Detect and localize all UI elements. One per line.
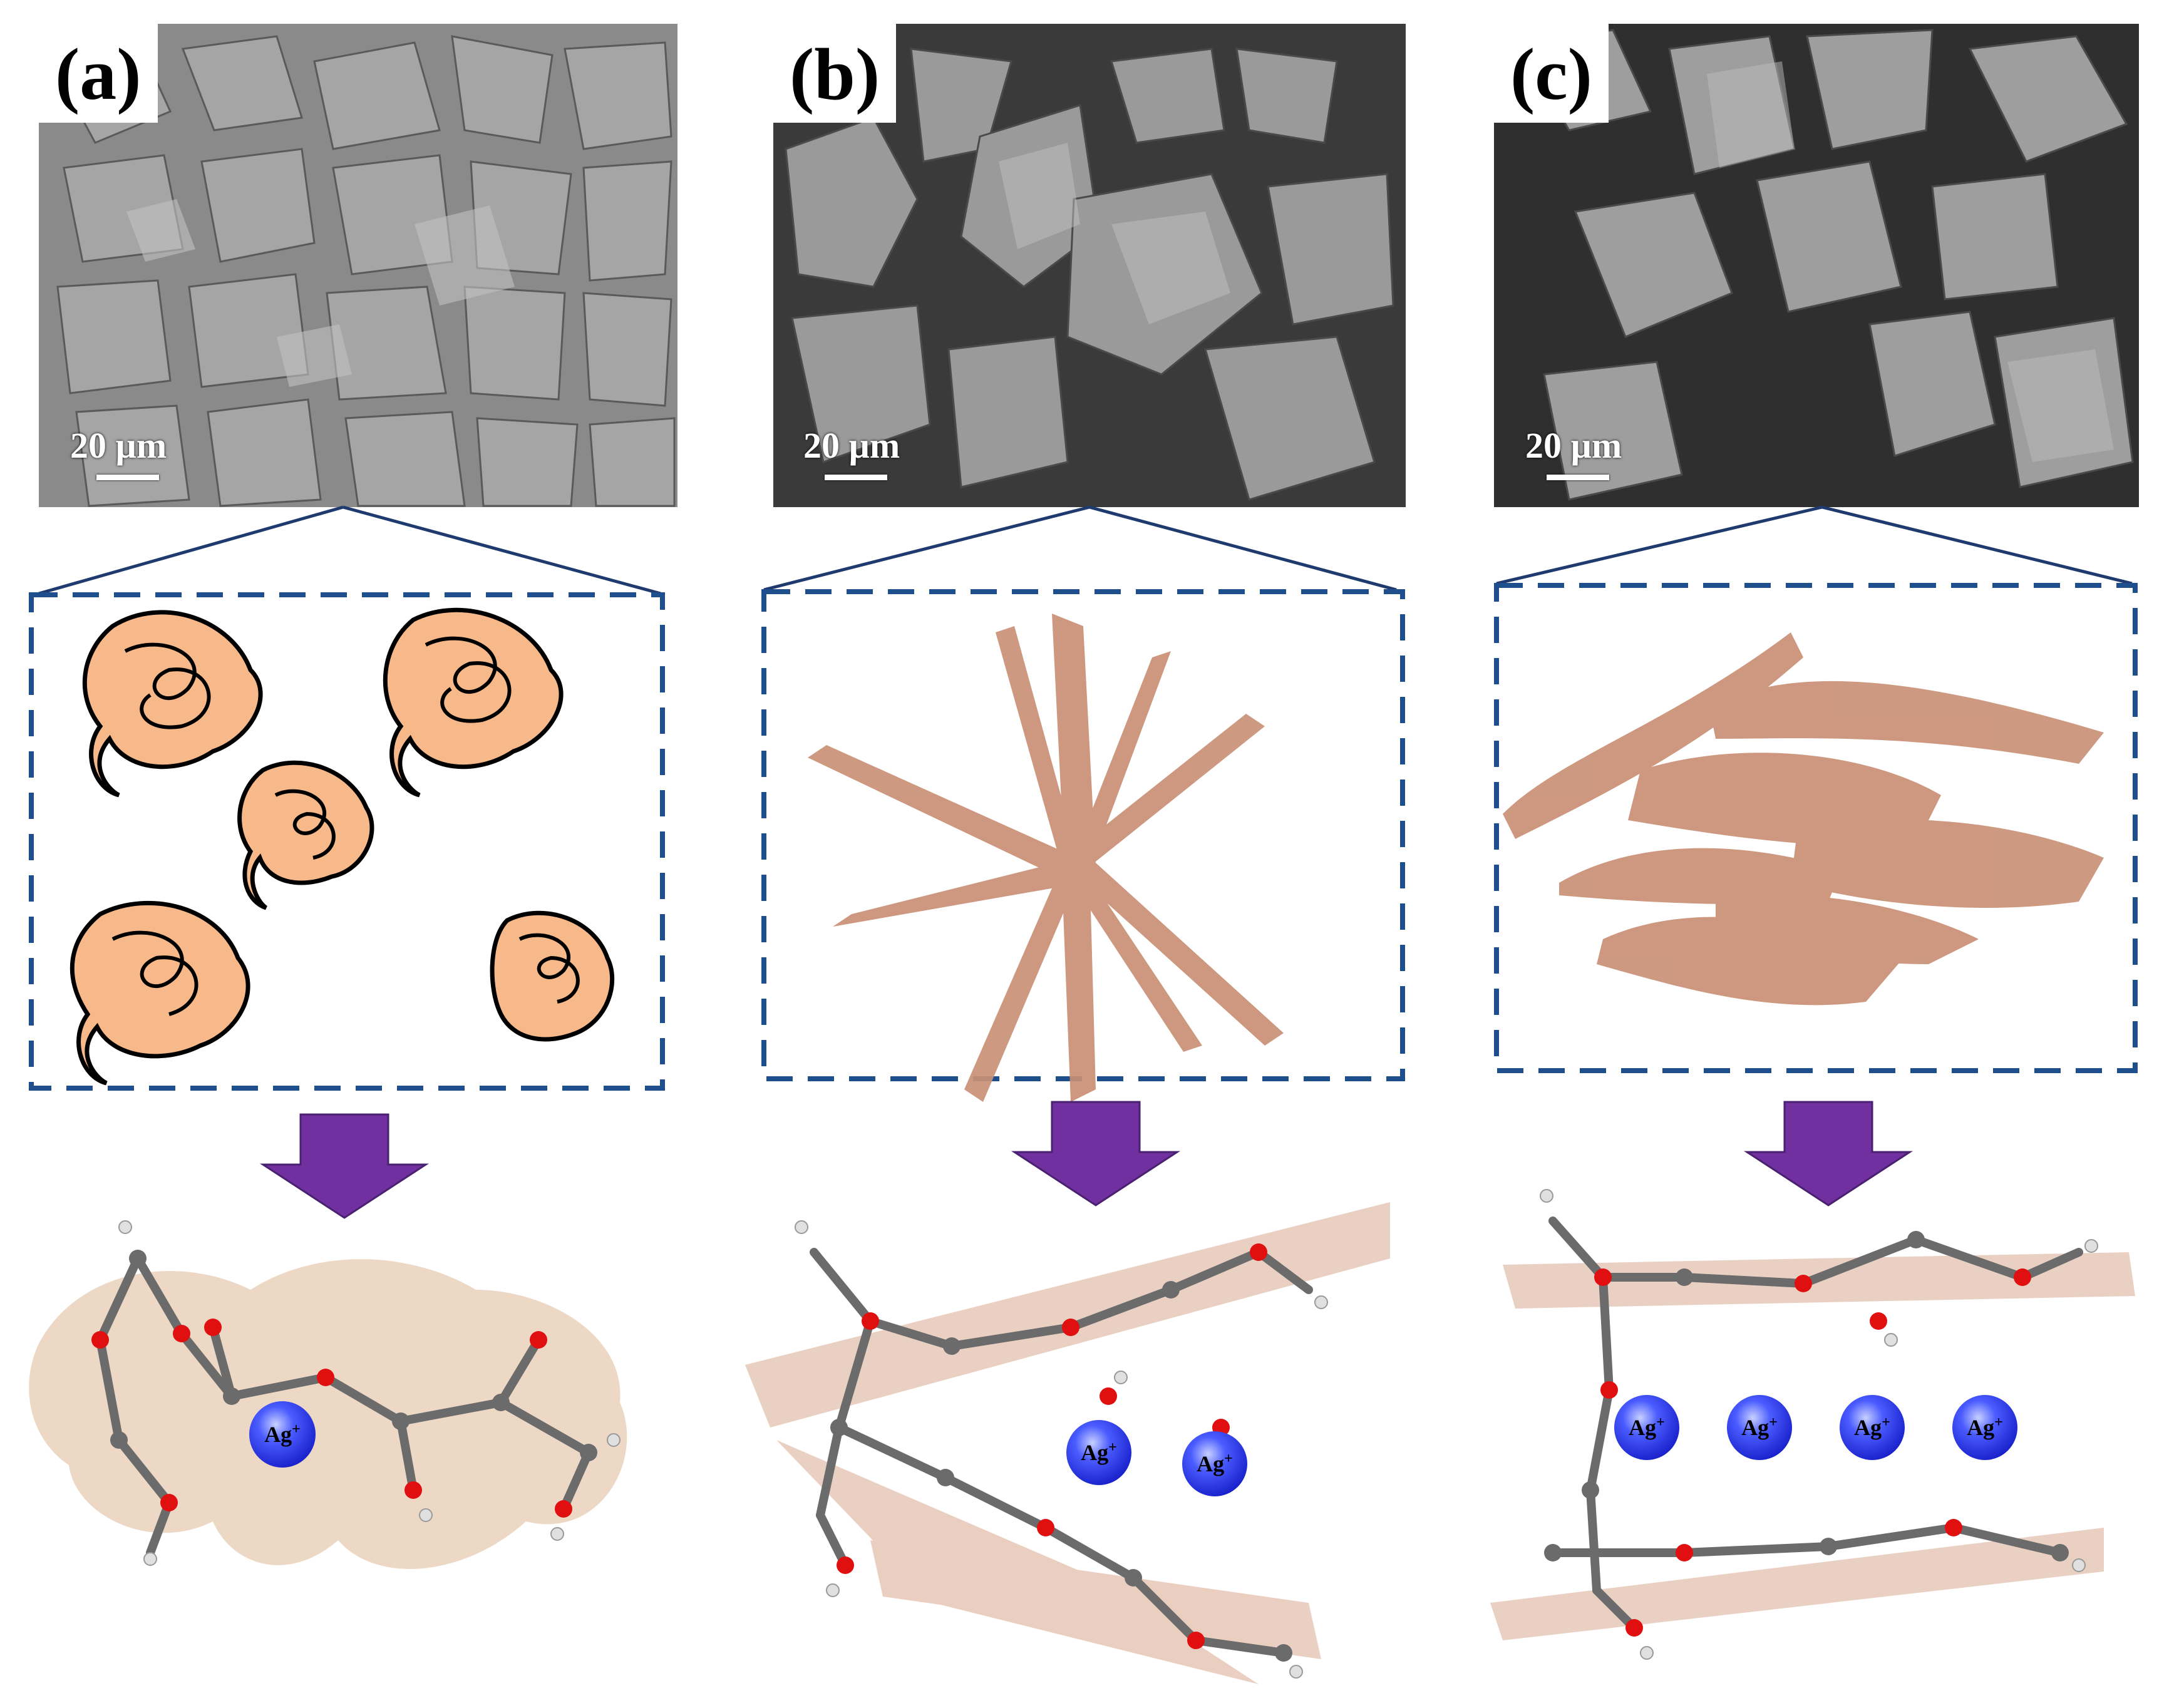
- ion-label-a1: Ag+: [264, 1421, 301, 1448]
- silver-ion-sphere: Ag+: [1614, 1395, 1679, 1460]
- silver-ion-sphere: Ag+: [1727, 1395, 1792, 1460]
- sem-image-a: (a) 20 µm: [39, 24, 677, 507]
- scale-text-c: 20 µm: [1525, 424, 1622, 466]
- molecular-model-b: [795, 1221, 1327, 1678]
- down-arrow-icon: [1747, 1102, 1910, 1205]
- scale-bar-c: [1547, 475, 1609, 480]
- panel-label-c: (c): [1494, 24, 1609, 123]
- flake-stack-c: [1503, 632, 2104, 1005]
- ion-label-b2: Ag+: [1197, 1451, 1233, 1477]
- panel-a: (a) 20 µm: [25, 0, 714, 1708]
- magnify-lines-a: [39, 507, 661, 594]
- dashed-frame-c: [1496, 585, 2135, 1071]
- silver-ion-sphere: Ag+: [249, 1401, 316, 1468]
- scale-bar-a: [96, 475, 159, 480]
- magnify-lines-c: [1496, 507, 2132, 584]
- sem-image-b: (b) 20 µm: [773, 24, 1406, 507]
- scale-bar-b: [825, 475, 887, 480]
- scale-text-a: 20 µm: [70, 424, 167, 466]
- silver-ion-sphere: Ag+: [1952, 1395, 2017, 1460]
- panel-c: (c) 20 µm: [1478, 0, 2166, 1708]
- sheet-planes-c: [1490, 1252, 2135, 1640]
- sem-image-c: (c) 20 µm: [1494, 24, 2139, 507]
- molecular-model-a: [91, 1221, 620, 1565]
- silver-ion-sphere: Ag+: [1182, 1431, 1247, 1496]
- panel-b: (b) 20 µm: [745, 0, 1434, 1708]
- dashed-frame-a: [31, 595, 662, 1088]
- ion-label-b1: Ag+: [1081, 1439, 1117, 1466]
- magnify-lines-b: [764, 507, 1396, 590]
- panel-label-b: (b): [773, 24, 896, 123]
- tangle-lines: [113, 639, 578, 1014]
- silver-ion-sphere: Ag+: [1066, 1420, 1131, 1485]
- dashed-frame-b: [764, 592, 1403, 1079]
- ion-label-c4: Ag+: [1967, 1414, 2003, 1441]
- down-arrow-icon: [1014, 1102, 1177, 1205]
- ion-label-c2: Ag+: [1741, 1414, 1778, 1441]
- ion-label-c1: Ag+: [1629, 1414, 1665, 1441]
- sheet-star-b: [808, 614, 1284, 1102]
- scale-text-b: 20 µm: [803, 424, 900, 466]
- ion-label-c3: Ag+: [1854, 1414, 1890, 1441]
- down-arrow-icon: [263, 1114, 426, 1218]
- silver-ion-sphere: Ag+: [1840, 1395, 1905, 1460]
- panel-label-a: (a): [39, 24, 158, 123]
- tangled-blob-icon: [72, 610, 612, 1083]
- molecule-background-a: [29, 1259, 627, 1569]
